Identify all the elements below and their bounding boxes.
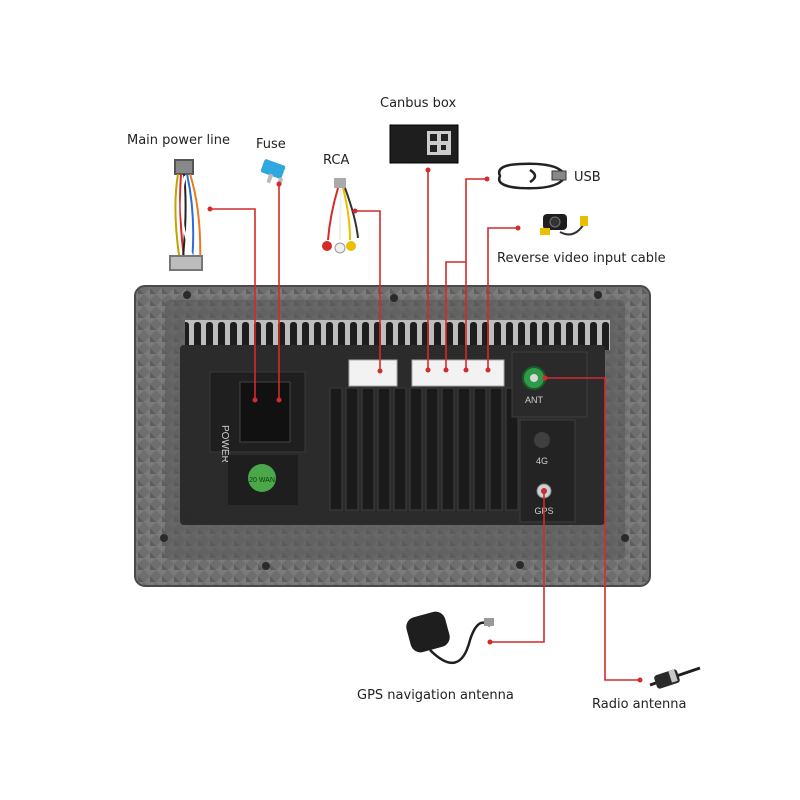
gps-antenna-icon <box>406 611 494 665</box>
label-reverse-video: Reverse video input cable <box>497 251 666 266</box>
label-radio-antenna: Radio antenna <box>592 697 687 712</box>
canbus-box-icon <box>389 124 459 164</box>
sticker-text: 20 WAN <box>249 477 275 484</box>
fuse-icon <box>260 159 286 188</box>
rca-connector <box>348 359 398 387</box>
4g-text: 4G <box>536 456 548 466</box>
multi-connector <box>411 359 505 387</box>
4g-connector <box>534 432 550 448</box>
power-text: POWER <box>219 425 230 463</box>
main-power-harness <box>169 159 203 271</box>
radio-antenna-icon <box>649 666 701 689</box>
label-fuse: Fuse <box>256 137 286 152</box>
ant-text: ANT <box>525 395 544 405</box>
label-rca: RCA <box>323 153 350 168</box>
label-main-power-line: Main power line <box>127 133 230 148</box>
heat-fins <box>329 387 519 511</box>
label-usb: USB <box>574 170 601 185</box>
label-gps-antenna: GPS navigation antenna <box>357 688 514 703</box>
rca-harness <box>322 178 359 254</box>
ant-panel <box>511 351 588 418</box>
power-socket <box>239 381 291 443</box>
head-unit: POWER 20 WAN ANT 4G GPS <box>134 285 651 587</box>
leader-lines <box>207 167 643 683</box>
label-canbus-box: Canbus box <box>380 96 457 111</box>
reverse-camera-icon <box>540 214 588 236</box>
green-sticker <box>248 464 276 492</box>
screws <box>160 291 629 570</box>
usb-cable-icon <box>497 162 567 190</box>
